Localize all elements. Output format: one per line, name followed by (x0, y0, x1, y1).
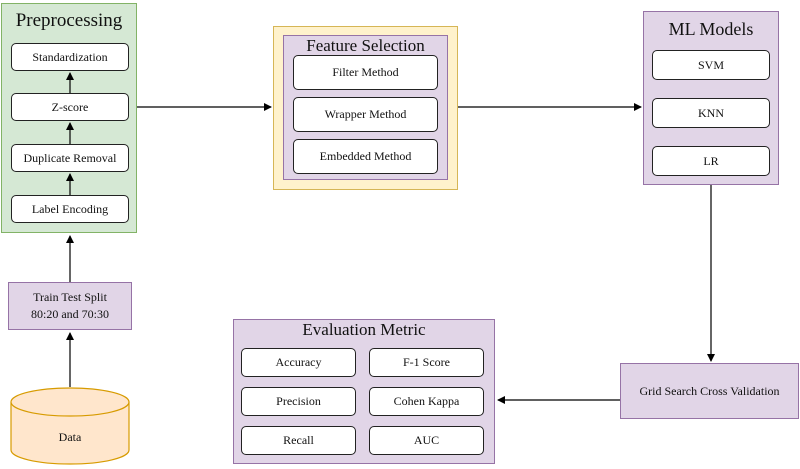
knn-box: KNN (652, 98, 770, 128)
z-score-box: Z-score (11, 93, 129, 121)
f1-score-box: F-1 Score (369, 348, 484, 377)
svm-box: SVM (652, 50, 770, 80)
grid-search-box: Grid Search Cross Validation (620, 363, 799, 419)
precision-box: Precision (241, 387, 356, 416)
lr-box: LR (652, 146, 770, 176)
data-cylinder (10, 387, 130, 465)
cohen-kappa-box: Cohen Kappa (369, 387, 484, 416)
train-test-split-box: Train Test Split 80:20 and 70:30 (8, 282, 132, 330)
standardization-box: Standardization (11, 43, 129, 71)
recall-box: Recall (241, 426, 356, 455)
accuracy-box: Accuracy (241, 348, 356, 377)
ml-models-title: ML Models (668, 19, 754, 39)
wrapper-method-box: Wrapper Method (293, 97, 438, 132)
auc-box: AUC (369, 426, 484, 455)
split-line-1: Train Test Split (33, 290, 107, 304)
feature-selection-title: Feature Selection (306, 36, 425, 55)
data-label: Data (58, 430, 82, 444)
embedded-method-box: Embedded Method (293, 139, 438, 174)
preprocessing-title: Preprocessing (15, 10, 123, 31)
duplicate-removal-box: Duplicate Removal (11, 144, 129, 172)
split-line-2: 80:20 and 70:30 (31, 307, 109, 321)
evaluation-title: Evaluation Metric (302, 320, 426, 339)
filter-method-box: Filter Method (293, 55, 438, 90)
label-encoding-box: Label Encoding (11, 195, 129, 223)
